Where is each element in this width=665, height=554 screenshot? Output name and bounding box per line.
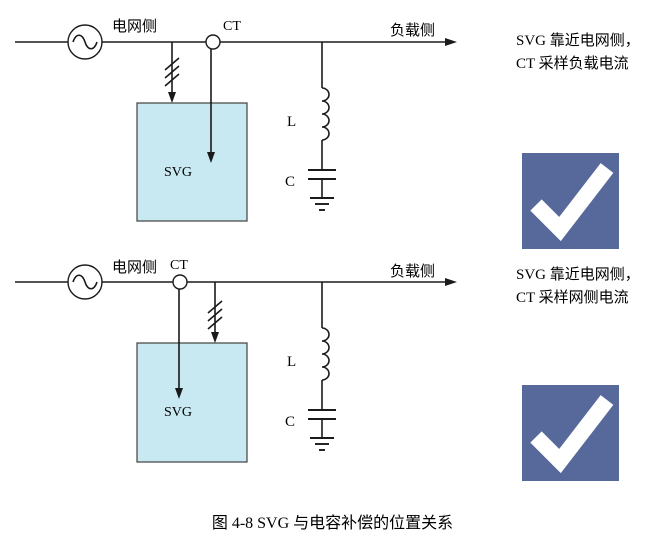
svg-box	[136, 102, 248, 222]
circuit-diagram-bottom: SVG 电网侧 CT 负载侧	[15, 258, 457, 463]
svg-power-connection-arrow	[207, 282, 223, 343]
ct-sensor-icon	[205, 34, 221, 50]
ct-sensor-icon	[172, 274, 188, 290]
capacitor-label: C	[285, 174, 295, 190]
svg-power-connection-arrow	[164, 42, 180, 103]
load-side-arrow-icon	[445, 38, 457, 46]
ac-source-icon	[67, 264, 103, 300]
ac-source-icon	[67, 24, 103, 60]
ct-label: CT	[223, 19, 241, 34]
grid-side-label: 电网侧	[112, 18, 157, 35]
check-mark	[530, 395, 614, 474]
inductor-icon	[321, 327, 330, 381]
circuit-diagram-top: SVG 电网侧 CT 负载侧	[15, 18, 457, 222]
inductor-label: L	[287, 354, 296, 370]
ct-label: CT	[170, 258, 188, 273]
svg-box-label: SVG	[164, 405, 192, 420]
svg-box-label: SVG	[164, 165, 192, 180]
lc-branch	[308, 282, 336, 451]
grid-side-label: 电网侧	[112, 259, 157, 276]
capacitor-icon	[308, 409, 336, 420]
load-side-label: 负载侧	[390, 22, 435, 39]
svg-box	[136, 342, 248, 463]
ground-icon	[310, 437, 334, 451]
figure-caption: 图 4-8 SVG 与电容补偿的位置关系	[211, 515, 454, 532]
lc-branch	[308, 42, 336, 211]
ct-signal-arrow	[207, 49, 215, 163]
note-ct-samples-load-current: SVG 靠近电网侧，CT 采样负载电流	[516, 33, 640, 73]
check-mark	[530, 163, 614, 242]
load-side-arrow-icon	[445, 278, 457, 286]
inductor-label: L	[287, 114, 296, 130]
inductor-icon	[321, 87, 330, 141]
ground-icon	[310, 197, 334, 211]
checkmark-icon-2	[522, 385, 619, 481]
capacitor-label: C	[285, 414, 295, 430]
capacitor-icon	[308, 169, 336, 180]
load-side-label: 负载侧	[390, 263, 435, 280]
note-ct-samples-grid-current: SVG 靠近电网侧，CT 采样网侧电流	[516, 267, 640, 307]
ct-signal-arrow	[175, 289, 183, 399]
checkmark-icon-1	[522, 153, 619, 249]
